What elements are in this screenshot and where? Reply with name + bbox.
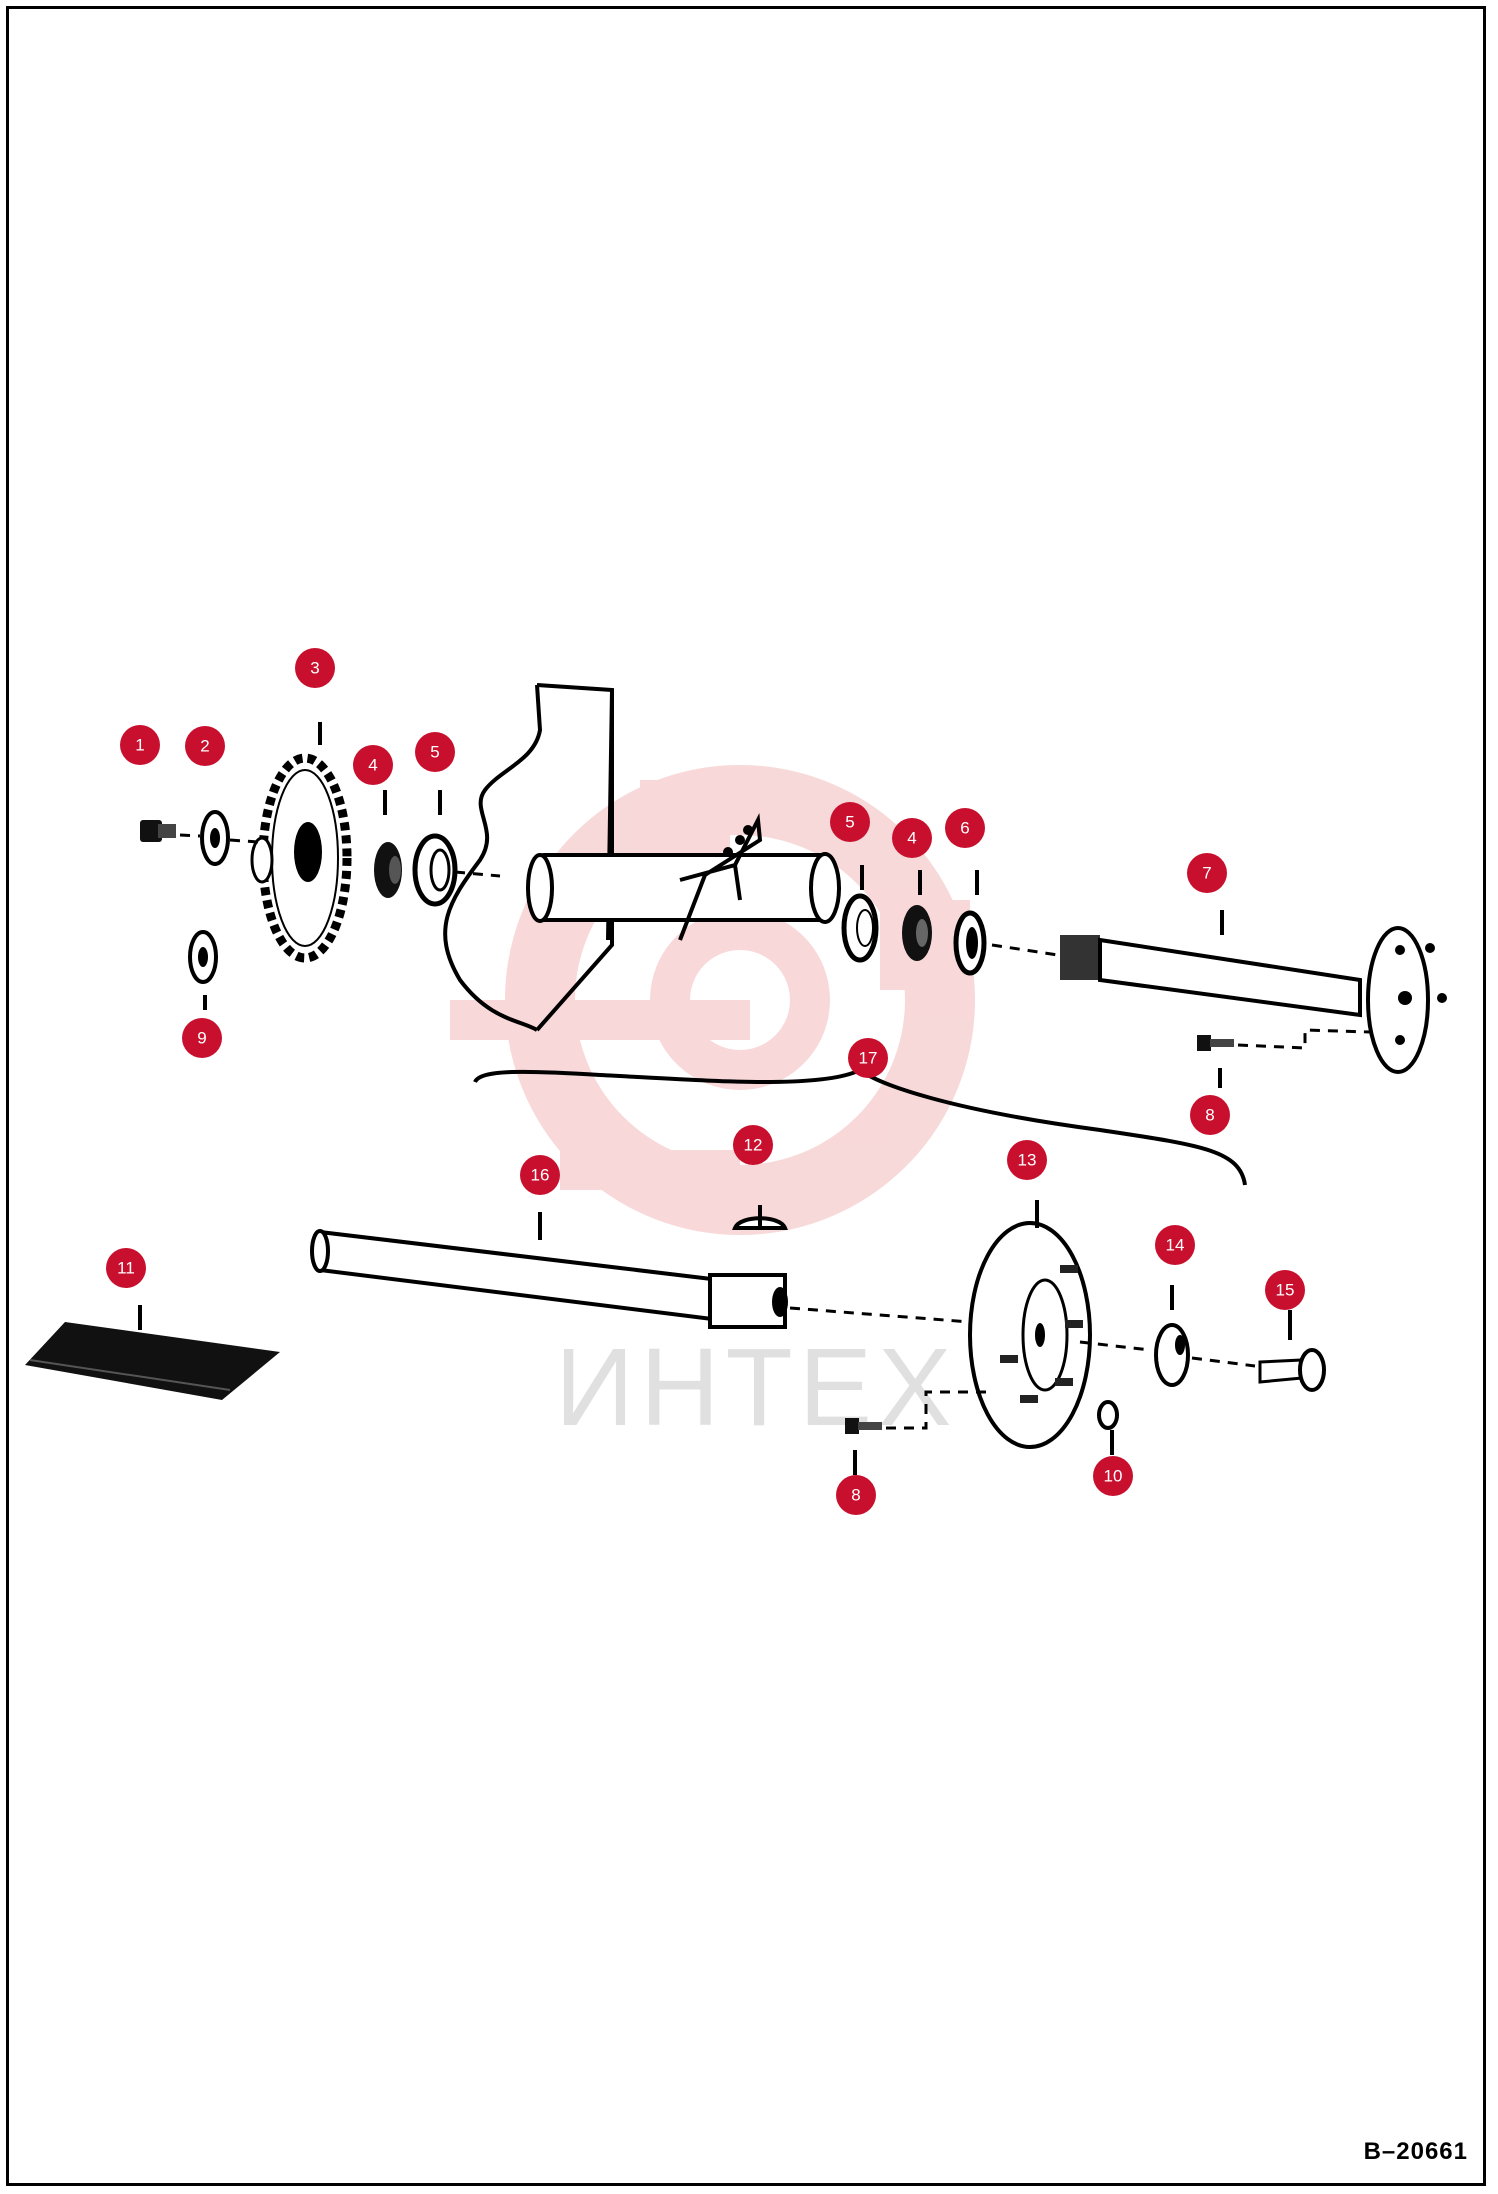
part-axle-16: [310, 1229, 788, 1329]
callout-13: 13: [1007, 1140, 1047, 1180]
part-bearing-4b: [902, 905, 932, 961]
callout-8b: 8: [836, 1475, 876, 1515]
part-race-5a: [412, 833, 458, 907]
callout-6: 6: [945, 808, 985, 848]
part-spindle-housing: [443, 683, 841, 1032]
watermark-logo: [450, 765, 975, 1235]
part-bearing-4a: [374, 842, 402, 898]
svg-text:2: 2: [200, 737, 209, 756]
svg-text:9: 9: [197, 1029, 206, 1048]
callout-10: 10: [1093, 1456, 1133, 1496]
part-washer-2: [200, 810, 230, 866]
callout-4: 4: [353, 745, 393, 785]
svg-text:8: 8: [851, 1486, 860, 1505]
svg-text:10: 10: [1104, 1467, 1123, 1486]
part-washer-9: [188, 930, 218, 984]
svg-text:17: 17: [859, 1049, 878, 1068]
watermark-text: ИНТЕХ: [555, 1326, 957, 1449]
part-bolt-8a: [1197, 1035, 1234, 1051]
callout-12: 12: [733, 1125, 773, 1165]
svg-text:14: 14: [1166, 1236, 1185, 1255]
callout-16: 16: [520, 1155, 560, 1195]
part-mat-11: [25, 1322, 280, 1400]
svg-text:5: 5: [845, 813, 854, 832]
svg-text:3: 3: [310, 659, 319, 678]
assembly-lines-lower: [789, 1306, 1256, 1430]
leader-lines: [138, 722, 1292, 1475]
callouts: 1 2 3 4 5 5 4 6 7 8 9 17 16 12 13 11 14 …: [106, 648, 1305, 1515]
callout-14: 14: [1155, 1225, 1195, 1265]
drawing-reference-code: B–20661: [1363, 2138, 1468, 2165]
svg-text:13: 13: [1018, 1151, 1037, 1170]
part-bolt-1: [140, 820, 176, 842]
assembly-lines-upper: [179, 833, 1371, 1050]
callout-5b: 5: [830, 802, 870, 842]
part-bolt-8b: [845, 1418, 882, 1434]
callout-7: 7: [1187, 853, 1227, 893]
part-race-5b: [841, 893, 879, 963]
callout-9: 9: [182, 1018, 222, 1058]
svg-text:15: 15: [1276, 1281, 1295, 1300]
part-seal-6: [953, 910, 987, 976]
svg-text:5: 5: [430, 743, 439, 762]
part-nut-10: [1097, 1400, 1119, 1430]
callout-11: 11: [106, 1248, 146, 1288]
svg-text:7: 7: [1202, 864, 1211, 883]
callout-5: 5: [415, 732, 455, 772]
part-washer-14: [1154, 1323, 1190, 1387]
svg-text:11: 11: [117, 1259, 135, 1278]
callout-4b: 4: [892, 818, 932, 858]
callout-17: 17: [848, 1038, 888, 1078]
callout-3: 3: [295, 648, 335, 688]
diagram-frame: [6, 6, 1486, 2186]
svg-text:4: 4: [907, 829, 916, 848]
part-spindle-7: [1060, 926, 1447, 1074]
callout-15: 15: [1265, 1270, 1305, 1310]
svg-text:12: 12: [744, 1136, 763, 1155]
svg-text:1: 1: [135, 736, 144, 755]
part-sprocket-3: [250, 753, 352, 963]
callout-2: 2: [185, 726, 225, 766]
part-bolt-15: [1258, 1348, 1326, 1392]
svg-text:6: 6: [960, 819, 969, 838]
svg-text:16: 16: [531, 1166, 550, 1185]
svg-text:8: 8: [1205, 1106, 1214, 1125]
callout-8: 8: [1190, 1095, 1230, 1135]
svg-text:4: 4: [368, 756, 377, 775]
part-hub-13: [968, 1221, 1092, 1449]
callout-1: 1: [120, 725, 160, 765]
